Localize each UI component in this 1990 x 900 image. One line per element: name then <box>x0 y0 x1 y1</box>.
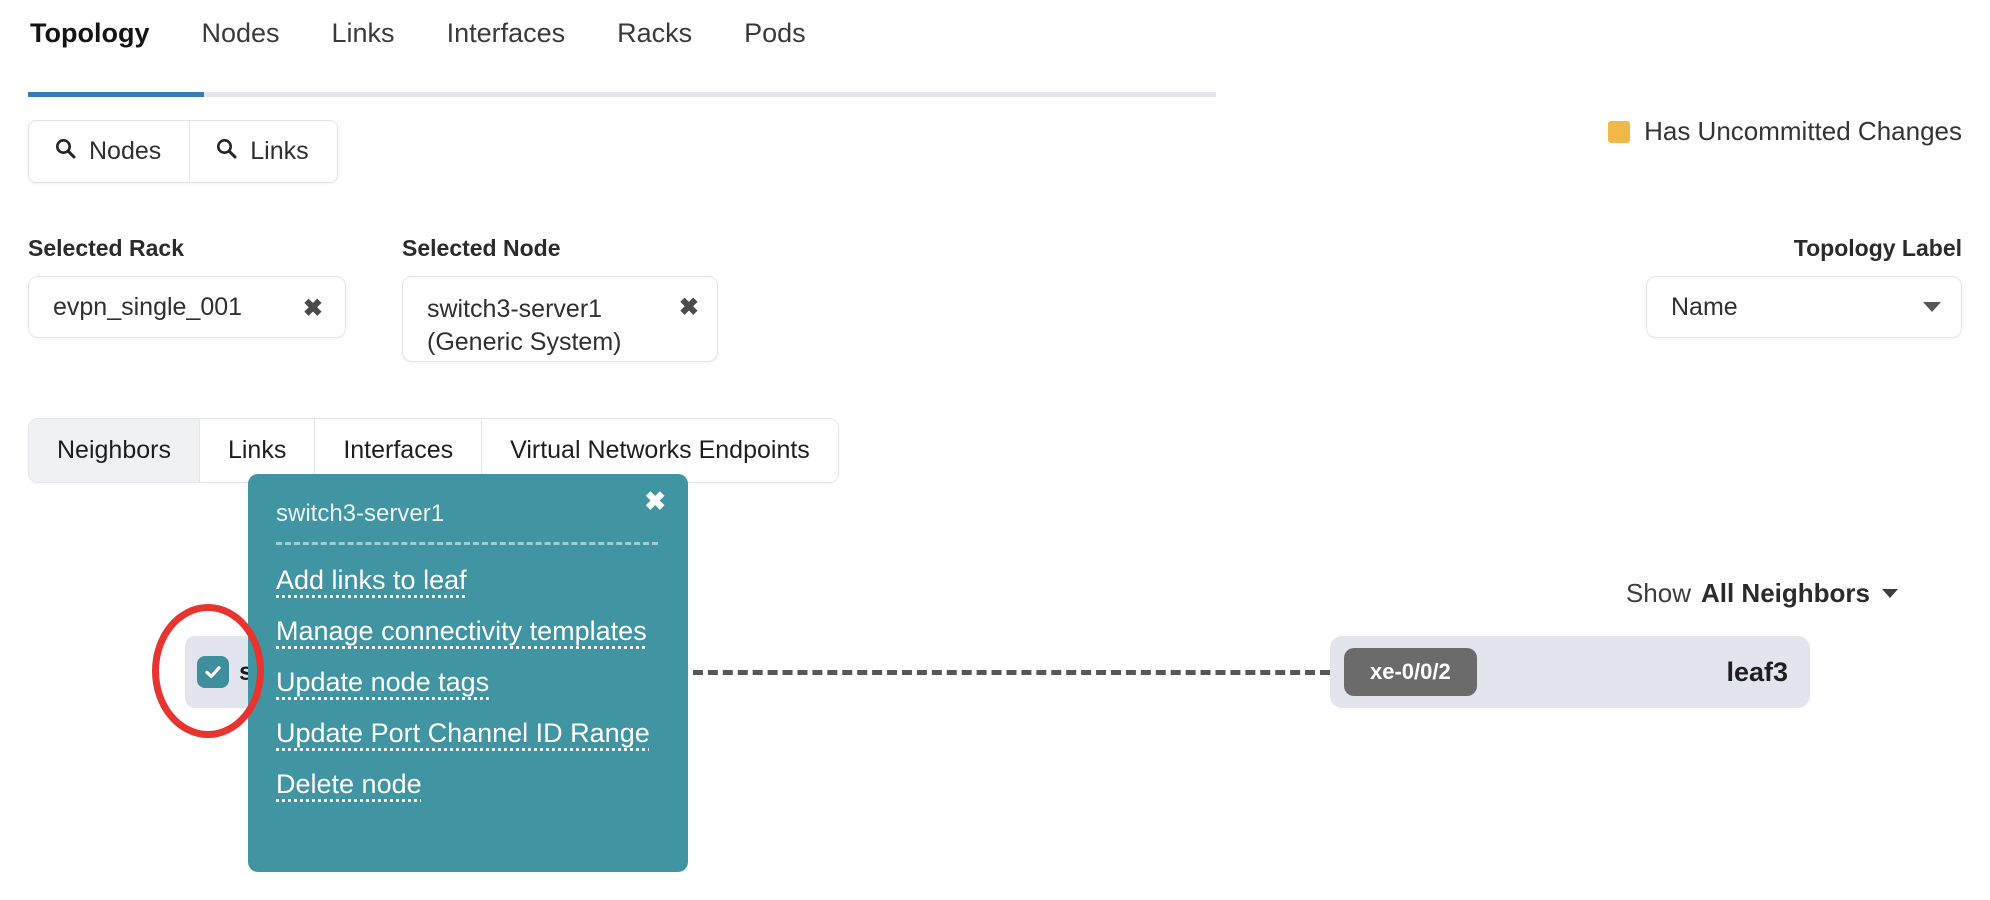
search-icon <box>214 136 238 167</box>
subtab-links[interactable]: Links <box>198 419 315 482</box>
search-icon <box>53 136 77 167</box>
context-menu-title: switch3-server1 <box>276 500 658 545</box>
node-context-menu: ✖ switch3-server1 Add links to leaf Mana… <box>248 474 688 872</box>
interface-chip[interactable]: xe-0/0/2 <box>1344 648 1477 696</box>
topology-link-line[interactable] <box>260 670 1330 675</box>
uncommitted-changes-swatch <box>1608 120 1631 143</box>
tab-nodes[interactable]: Nodes <box>201 18 280 48</box>
chevron-down-icon <box>1882 589 1898 598</box>
menu-item-update-port-channel-id-range[interactable]: Update Port Channel ID Range <box>276 718 650 748</box>
tab-bar-divider <box>28 92 1216 97</box>
subtab-virtual-networks-endpoints[interactable]: Virtual Networks Endpoints <box>481 419 838 482</box>
clear-icon[interactable]: ✖ <box>678 294 699 321</box>
selected-rack-label: Selected Rack <box>28 235 184 261</box>
subtab-neighbors[interactable]: Neighbors <box>29 419 199 482</box>
tab-topology[interactable]: Topology <box>30 18 150 48</box>
topology-label-select[interactable]: Name <box>1646 276 1962 338</box>
legend-uncommitted-changes: Has Uncommitted Changes <box>1608 116 1962 147</box>
tab-active-indicator <box>28 92 204 97</box>
topology-node-leaf3[interactable]: xe-0/0/2 leaf3 <box>1330 636 1810 708</box>
search-links-label: Links <box>250 137 309 165</box>
tab-interfaces[interactable]: Interfaces <box>446 18 566 48</box>
legend-label: Has Uncommitted Changes <box>1644 116 1962 146</box>
show-neighbors-value: All Neighbors <box>1700 578 1870 608</box>
selected-rack-value: evpn_single_001 <box>53 293 243 321</box>
selected-node-value: switch3-server1 (Generic System) <box>427 295 622 356</box>
menu-item-manage-connectivity-templates[interactable]: Manage connectivity templates <box>276 616 647 646</box>
menu-item-update-node-tags[interactable]: Update node tags <box>276 667 490 697</box>
subtab-interfaces[interactable]: Interfaces <box>314 419 482 482</box>
search-links-button[interactable]: Links <box>189 121 337 182</box>
topology-label-label: Topology Label <box>1793 235 1962 261</box>
secondary-tab-bar: Neighbors Links Interfaces Virtual Netwo… <box>28 418 839 483</box>
clear-icon[interactable]: ✖ <box>302 294 323 322</box>
selected-node-label: Selected Node <box>402 235 561 261</box>
show-neighbors-prefix: Show <box>1625 578 1691 608</box>
selected-node-field[interactable]: switch3-server1 (Generic System) ✖ <box>402 276 718 362</box>
node-checkbox[interactable] <box>197 656 229 688</box>
search-nodes-label: Nodes <box>89 137 162 165</box>
tab-pods[interactable]: Pods <box>744 18 806 48</box>
menu-item-add-links-to-leaf[interactable]: Add links to leaf <box>276 565 467 595</box>
primary-tab-bar: Topology Nodes Links Interfaces Racks Po… <box>28 20 1216 67</box>
search-button-group: Nodes Links <box>28 120 338 183</box>
show-neighbors-dropdown[interactable]: Show All Neighbors <box>1626 578 1898 609</box>
close-icon[interactable]: ✖ <box>644 486 666 516</box>
topology-node-leaf3-label: leaf3 <box>1726 656 1788 687</box>
search-nodes-button[interactable]: Nodes <box>29 121 190 182</box>
selected-rack-field[interactable]: evpn_single_001 ✖ <box>28 276 346 338</box>
tab-links[interactable]: Links <box>331 18 395 48</box>
chevron-down-icon <box>1923 302 1941 312</box>
tab-racks[interactable]: Racks <box>617 18 693 48</box>
topology-label-value: Name <box>1671 292 1738 321</box>
menu-item-delete-node[interactable]: Delete node <box>276 769 422 799</box>
